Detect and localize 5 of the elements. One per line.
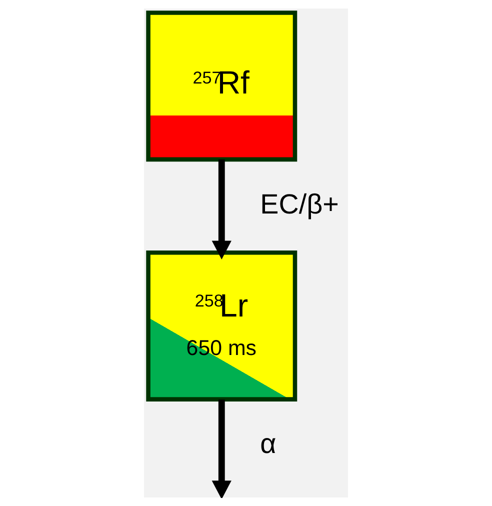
arrow <box>212 400 232 498</box>
edge-label: EC/β+ <box>260 188 339 220</box>
node-box: $^{257}$Rf <box>146 10 298 162</box>
arrow <box>212 159 232 260</box>
edge-label: α <box>260 428 276 460</box>
